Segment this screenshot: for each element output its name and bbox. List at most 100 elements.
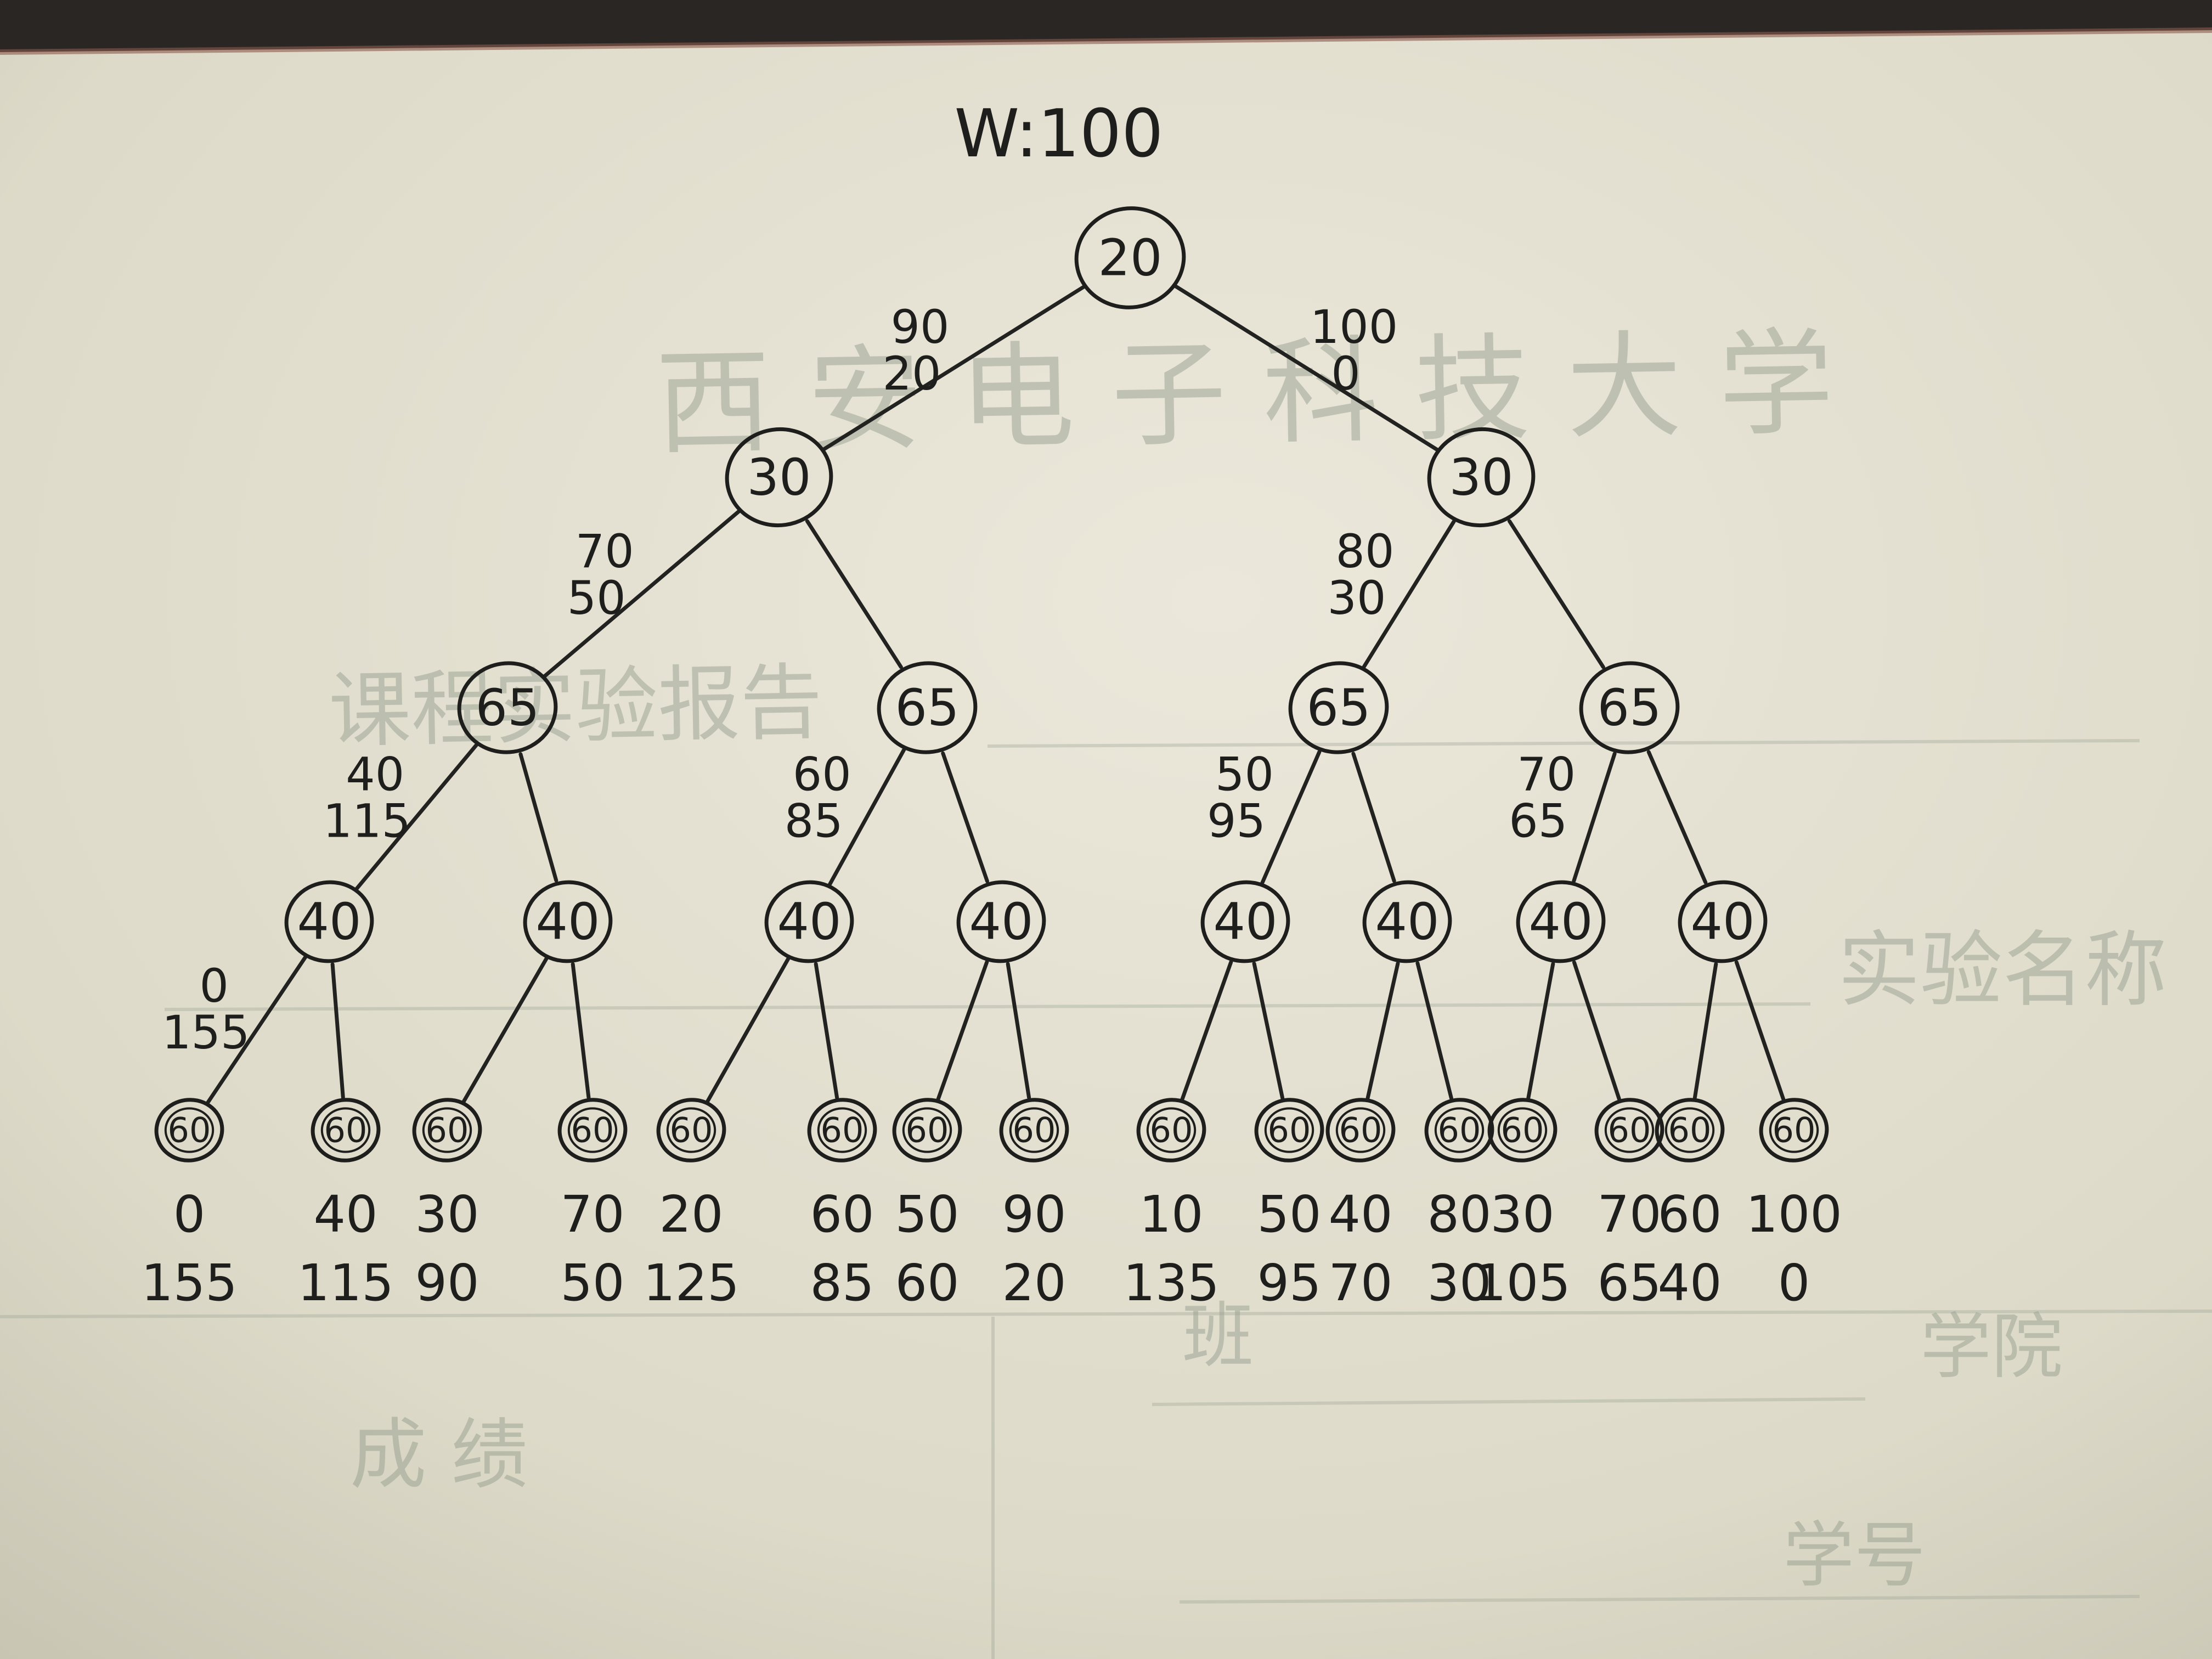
watermark-class: 班 [1182,1294,1254,1378]
leaf-node-7: 60 [892,1098,962,1163]
watermark-experiment-name: 实验名称 [1838,923,2167,1018]
level3-edge-label-bottom-3: 85 [785,794,843,848]
leaf-value-bottom-10: 95 [1257,1254,1321,1312]
leaf-value-top-5: 20 [659,1185,723,1244]
leaf-node-circle [656,1098,726,1163]
leaf-node-5: 60 [656,1098,726,1163]
leaf-node-inner-circle [422,1107,472,1153]
leaf-node-13: 60 [1487,1098,1558,1163]
leaf-edge-label-bottom-1: 155 [162,1006,250,1059]
level2-node-circle [457,661,558,754]
level1-node-circle [1427,427,1536,528]
watermark-score: 成 绩 [350,1410,528,1500]
level3-node-8: 40 [1678,880,1768,963]
level3-node-circle [956,880,1046,963]
leaf-value-top-2: 40 [313,1185,377,1244]
level2-edge-1 [542,509,742,679]
leaf-edge-9 [1180,960,1233,1101]
level3-node-circle [1516,880,1606,963]
leaf-node-label: 60 [1668,1110,1712,1150]
level3-node-label: 40 [535,893,600,951]
watermark-student-id: 学号 [1783,1514,1926,1597]
leaf-node-inner-circle [1769,1107,1819,1153]
leaf-value-bottom-4: 50 [560,1254,624,1312]
leaf-value-bottom-7: 60 [895,1254,959,1312]
leaf-node-label: 60 [571,1110,614,1150]
level2-node-circle [1288,661,1389,754]
level3-edge-label-top-1: 40 [346,748,404,802]
root-node-label: 20 [1098,229,1162,287]
leaf-node-circle [1325,1098,1396,1163]
leaf-node-14: 60 [1594,1098,1664,1163]
leaf-value-bottom-15: 40 [1657,1254,1722,1312]
leaf-value-top-13: 30 [1490,1185,1554,1244]
leaf-node-inner-circle [1604,1107,1655,1153]
leaf-edge-15 [1692,962,1718,1100]
leaf-values: 0155401153090705020125608550609020101355… [141,1185,1842,1312]
level3-node-label: 40 [969,893,1033,951]
level2-node-4: 65 [1579,661,1680,754]
watermark-rule-6 [1179,1595,2140,1604]
level3-node-label: 40 [1690,893,1754,951]
paper-sheet [0,30,2212,1659]
leaf-node-circle [1759,1098,1829,1163]
leaf-node-label: 60 [821,1110,864,1150]
leaf-edge-12 [1415,961,1453,1101]
leaf-node-inner-circle [666,1107,716,1153]
leaf-value-bottom-1: 155 [141,1254,238,1312]
level2-edge-label-top-1: 70 [575,524,634,578]
level2-node-circle [1579,661,1680,754]
level3-node-label: 40 [297,893,361,951]
level1-node-label: 30 [1449,448,1513,507]
leaf-node-label: 60 [1608,1110,1651,1150]
level2-edge-4 [1507,519,1605,669]
level1-edge-label-bottom-1: 20 [883,347,941,400]
leaf-edge-2 [330,962,345,1099]
level2-edge-label-bottom-3: 30 [1328,571,1386,625]
leaf-node-inner-circle [817,1107,867,1153]
level1-edge-label-top-1: 90 [891,300,950,354]
leaf-node-circle [1254,1098,1324,1163]
leaf-node-label: 60 [426,1110,469,1150]
paper-top-edge [0,27,2212,55]
leaf-edge-14 [1572,960,1621,1101]
leaf-node-1: 60 [154,1098,224,1163]
leaf-value-bottom-6: 85 [810,1254,874,1312]
leaf-node-label: 60 [1501,1110,1544,1150]
leaf-node-inner-circle [1009,1107,1059,1153]
level3-node-label: 40 [1528,893,1593,951]
leaf-node-inner-circle [902,1107,952,1153]
leaf-value-top-1: 0 [173,1185,206,1244]
level2-node-2: 65 [877,661,978,754]
leaf-node-inner-circle [1664,1107,1715,1153]
leaf-node-label: 60 [906,1110,949,1150]
leaf-value-top-9: 10 [1139,1185,1203,1244]
level3-edge-7 [1572,752,1617,883]
leaf-node-label: 60 [324,1110,368,1150]
level2-node-3: 65 [1288,661,1389,754]
root-node-circle [1074,206,1186,309]
level3-node-circle [1678,880,1768,963]
leaf-node-inner-circle [1335,1107,1386,1153]
leaf-node-label: 60 [670,1110,713,1150]
watermark-university: 西 安 电 子 科 技 大 学 [654,316,1835,471]
watermark-rule-3 [0,1310,2212,1318]
level3-node-circle [1362,880,1452,963]
leaf-value-top-4: 70 [560,1185,624,1244]
leaf-node-circle [557,1098,628,1163]
level2-node-label: 65 [475,679,539,737]
level2-edge-3 [1362,520,1456,669]
level3-node-label: 40 [777,893,841,951]
leaf-value-bottom-16: 0 [1778,1254,1810,1312]
level3-edge-label-top-5: 50 [1215,748,1274,802]
leaf-value-top-6: 60 [810,1185,874,1244]
leaf-edge-label-top-1: 0 [200,959,229,1013]
level3-node-circle [523,880,613,963]
level2-edge-2 [805,519,903,669]
level3-node-4: 40 [956,880,1046,963]
leaf-value-bottom-5: 125 [643,1254,740,1312]
leaf-node-9: 60 [1136,1098,1206,1163]
level3-edge-3 [828,748,906,887]
watermark-rule-5 [1152,1397,1866,1406]
